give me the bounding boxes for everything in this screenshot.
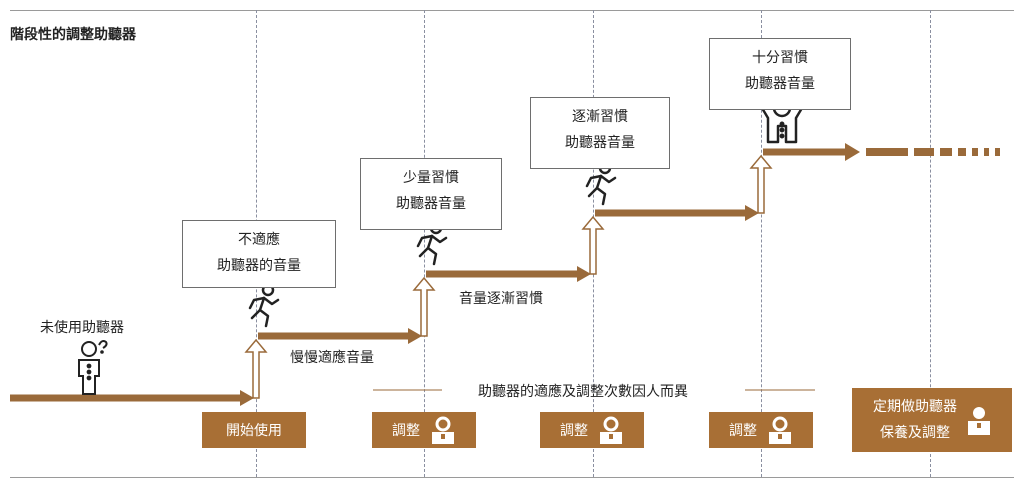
stage-box-2: 少量習慣 助聽器音量: [360, 158, 502, 230]
tag-adjust-label: 調整: [560, 423, 588, 439]
tag-periodic-line1: 定期做助聽器: [873, 399, 957, 415]
tag-periodic-text: 定期做助聽器 保養及調整: [873, 394, 957, 446]
tag-adjust-label: 調整: [729, 423, 757, 439]
stage-box-1-line1: 不適應: [238, 232, 280, 248]
diagram-title: 階段性的調整助聽器: [10, 27, 136, 43]
stage-divider: [761, 10, 762, 477]
stage-box-2-line1: 少量習慣: [403, 170, 459, 186]
tag-periodic-line2: 保養及調整: [880, 425, 950, 441]
stage-box-1-line2: 助聽器的音量: [217, 258, 301, 274]
question-person-icon: [78, 340, 108, 395]
user-badge-icon: [598, 416, 624, 444]
continuation-dashes: [866, 148, 1000, 156]
tag-start-label: 開始使用: [226, 423, 282, 439]
bottom-rule: [10, 477, 1014, 478]
tag-adjust-2: 調整: [540, 412, 644, 448]
stage-box-4-line1: 十分習慣: [752, 50, 808, 66]
stage-box-1: 不適應 助聽器的音量: [182, 220, 336, 288]
step-arrow-4: [763, 143, 860, 161]
rise-arrows: [244, 154, 773, 399]
stage-box-3: 逐漸習慣 助聽器音量: [530, 97, 670, 169]
step-arrow-2: [426, 266, 591, 282]
tag-adjust-label: 調整: [392, 423, 420, 439]
stage-box-4-line2: 助聽器音量: [745, 76, 815, 92]
stage-divider: [424, 10, 425, 477]
top-rule: [10, 10, 1014, 11]
stage-box-3-line2: 助聽器音量: [565, 135, 635, 151]
tag-start: 開始使用: [202, 412, 306, 448]
label-note: 助聽器的適應及調整次數因人而異: [478, 384, 688, 400]
label-gradually: 音量逐漸習慣: [459, 291, 543, 307]
stage-box-3-line1: 逐漸習慣: [572, 109, 628, 125]
stage-box-4: 十分習慣 助聽器音量: [709, 38, 851, 110]
step-arrow-3: [595, 205, 759, 221]
step-arrow-1: [258, 328, 422, 344]
tag-adjust-1: 調整: [372, 412, 476, 448]
tag-periodic: 定期做助聽器 保養及調整: [852, 388, 1012, 452]
user-badge-icon: [967, 405, 991, 435]
stage-divider: [930, 10, 931, 477]
stage-box-2-line2: 助聽器音量: [396, 196, 466, 212]
tag-adjust-3: 調整: [709, 412, 813, 448]
step-arrow-0: [10, 390, 254, 406]
label-no-aid: 未使用助聽器: [40, 320, 124, 336]
user-badge-icon: [767, 416, 793, 444]
label-slowly: 慢慢適應音量: [290, 350, 374, 366]
user-badge-icon: [430, 416, 456, 444]
